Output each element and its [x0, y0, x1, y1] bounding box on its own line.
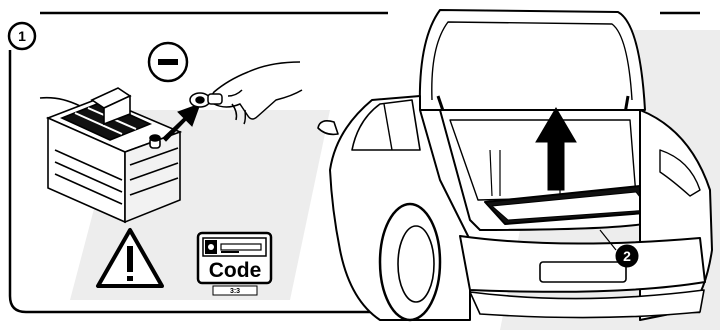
step-1-badge: 1 [9, 23, 35, 49]
step-2-badge: 2 [616, 245, 638, 267]
code-word: Code [209, 259, 262, 282]
code-ratio: 3:3 [230, 288, 240, 295]
step-1-label: 1 [18, 28, 26, 44]
step-2-label: 2 [623, 248, 631, 264]
minus-icon [149, 43, 187, 81]
battery [40, 88, 180, 222]
